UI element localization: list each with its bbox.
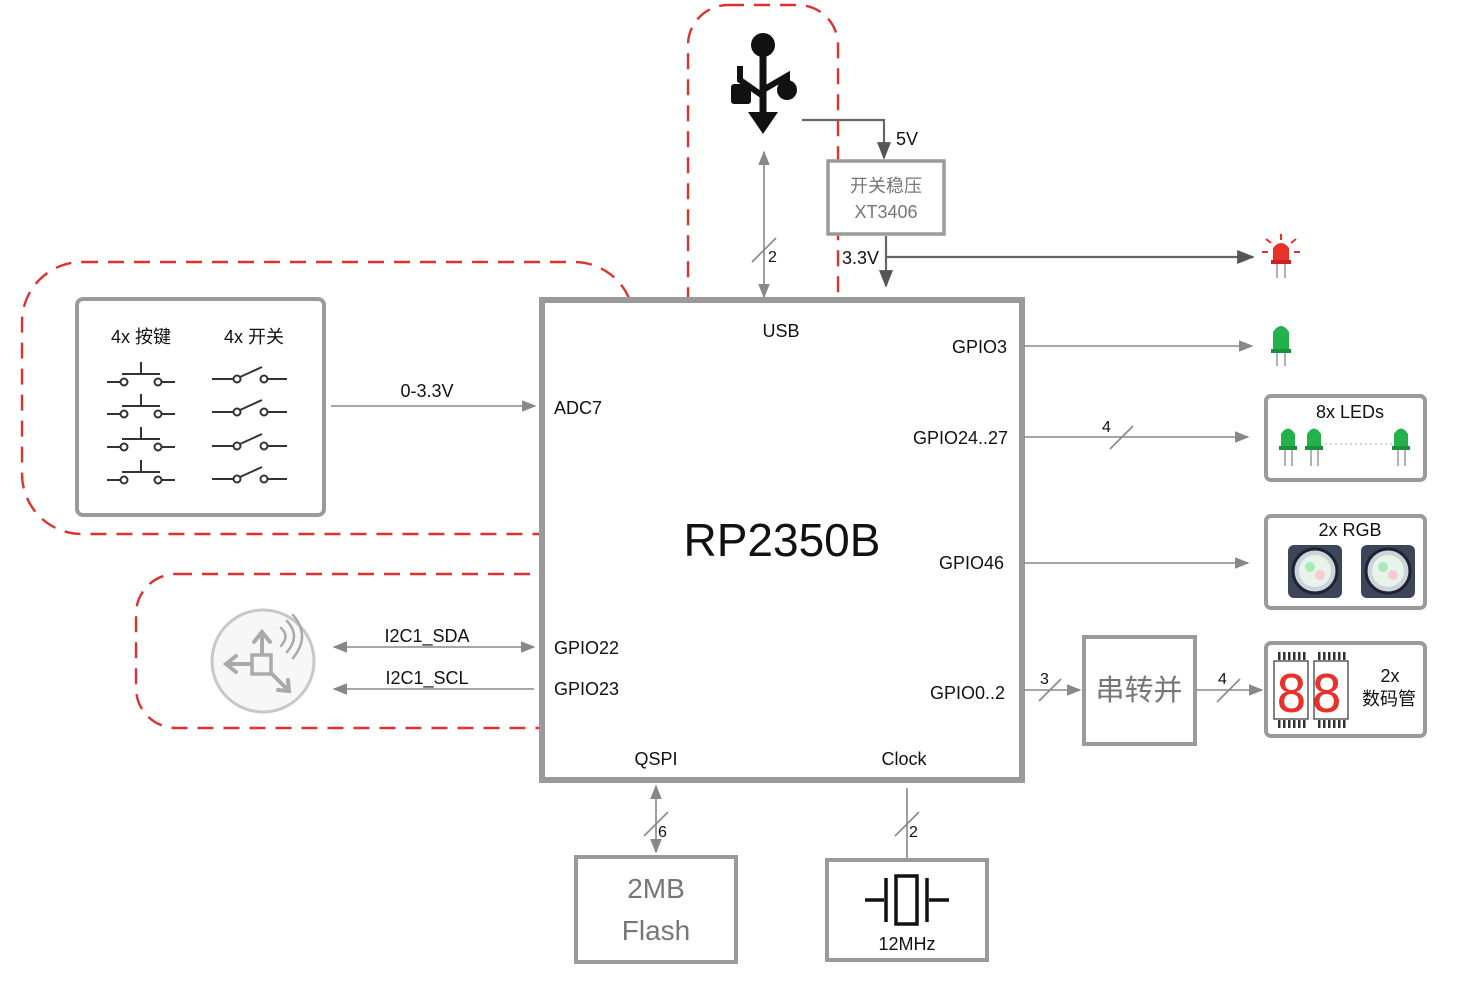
red-led-icon [1262,234,1300,278]
push-button-symbol [107,427,175,452]
pin-gpio23: GPIO23 [554,679,619,699]
i2c-scl-label: I2C1_SCL [385,668,468,689]
pin-gpio46: GPIO46 [939,553,1004,573]
flash-size: 2MB [627,873,685,904]
buttons-label: 4x 按键 [111,327,171,347]
rgb-led-symbol [1361,545,1415,598]
seg-count-label: 2x [1380,666,1399,686]
green-led-icon [1271,326,1291,366]
led-symbol [1305,428,1323,466]
toggle-switch-icon [212,366,287,484]
i2c-sda-label: I2C1_SDA [384,626,469,647]
crystal-frequency: 12MHz [878,934,935,954]
toggle-switch-symbol [212,399,287,417]
vout-label: 3.3V [842,248,879,268]
inputs-block: 4x 按键 4x 开关 [75,297,326,517]
shift-register-block: 串转并 [1082,635,1197,746]
led-symbol [1392,428,1410,466]
flash-type: Flash [622,915,690,946]
regulator-title: 开关稳压 [850,176,922,196]
pin-gpio24-27: GPIO24..27 [913,428,1008,448]
shift-out-bus-width: 4 [1218,671,1227,688]
shift-in-bus-slash [1038,678,1062,702]
toggle-switch-symbol [212,433,287,451]
pin-gpio22: GPIO22 [554,638,619,658]
leds-bus-slash [1109,425,1134,450]
shift-out-bus-slash [1216,678,1241,703]
pin-usb: USB [762,321,799,341]
qspi-bus-slash [643,811,669,837]
pin-gpio3: GPIO3 [952,337,1007,357]
regulator-block: 开关稳压 XT3406 [826,159,946,236]
shift-in-bus-width: 3 [1040,671,1049,688]
vin-label: 5V [896,129,918,149]
toggle-switch-symbol [212,366,287,384]
leds-label: 8x LEDs [1316,402,1384,422]
switches-label: 4x 开关 [224,327,284,347]
clock-bus-width: 2 [909,824,918,841]
qspi-bus-width: 6 [658,824,667,841]
toggle-switch-symbol [212,466,287,484]
push-button-symbol [107,362,175,387]
crystal-icon [865,874,949,926]
leds-block: 8x LEDs [1264,394,1427,482]
adc-signal-label: 0-3.3V [400,381,453,401]
push-button-symbol [107,394,175,419]
chip-name: RP2350B [684,514,881,566]
seg-label: 数码管 [1362,689,1416,709]
pin-qspi: QSPI [634,749,677,769]
pin-adc7: ADC7 [554,398,602,418]
clock-bus-slash [894,811,920,837]
push-button-symbol [107,460,175,485]
push-button-icon [107,362,175,485]
led-symbol [1279,428,1297,466]
usb-bus-slash [751,237,777,263]
shift-register-label: 串转并 [1095,674,1182,707]
chip-block: RP2350B USB ADC7 GPIO3 GPIO24..27 GPIO46… [539,297,1025,783]
usb-icon [731,33,797,134]
seven-segment-icon: 88 [1273,652,1349,728]
pin-clock: Clock [881,749,927,769]
motion-sensor-icon [210,608,316,714]
usb-bus-width: 2 [768,249,777,266]
regulator-part: XT3406 [854,202,917,222]
flash-block: 2MB Flash [574,855,738,964]
vbus-line [802,118,892,160]
seven-segment-digits: 88 [1276,665,1347,725]
rgb-label: 2x RGB [1318,520,1381,540]
rgb-led-icon [1288,545,1415,598]
green-led-icon [1279,428,1410,466]
pin-gpio0-2: GPIO0..2 [930,683,1005,703]
leds-bus-width: 4 [1102,419,1111,436]
rgb-led-symbol [1288,545,1342,598]
